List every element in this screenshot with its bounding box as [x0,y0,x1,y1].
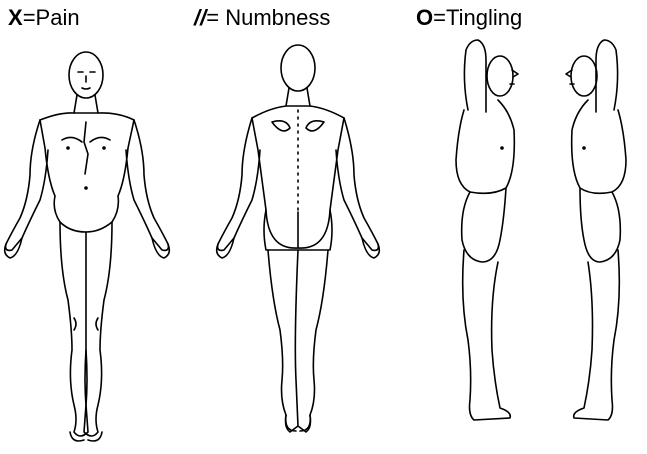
right-side-leg [463,250,511,420]
left-side-torso [572,100,626,193]
right-side-torso [456,100,514,193]
right-side-face [510,70,518,84]
back-head [281,45,315,91]
left-side-face [566,70,574,84]
left-side-leg [574,250,620,420]
front-nipple-right [102,146,106,150]
right-side-nipple [500,146,504,150]
right-side-head [487,56,513,96]
front-face [78,72,95,89]
front-left-arm [6,120,48,250]
back-right-leg [298,250,328,432]
back-left-arm [218,118,260,250]
front-head [69,52,103,98]
back-right-arm [336,118,378,250]
front-nipple-left [66,146,70,150]
left-side-arms-up [596,40,618,112]
left-side-hip [580,188,620,262]
front-right-arm [126,120,168,250]
back-buttocks [266,210,330,248]
right-side-arms-up [464,40,486,112]
right-side-body-figure[interactable] [456,40,518,420]
left-side-body-figure[interactable] [566,40,626,420]
left-side-head [571,56,597,96]
front-navel [84,186,88,190]
right-side-hip [462,188,506,262]
front-torso [40,113,134,232]
left-side-nipple [582,146,586,150]
front-body-figure[interactable] [5,52,170,441]
back-left-leg [268,250,298,432]
back-body-figure[interactable] [217,45,380,432]
